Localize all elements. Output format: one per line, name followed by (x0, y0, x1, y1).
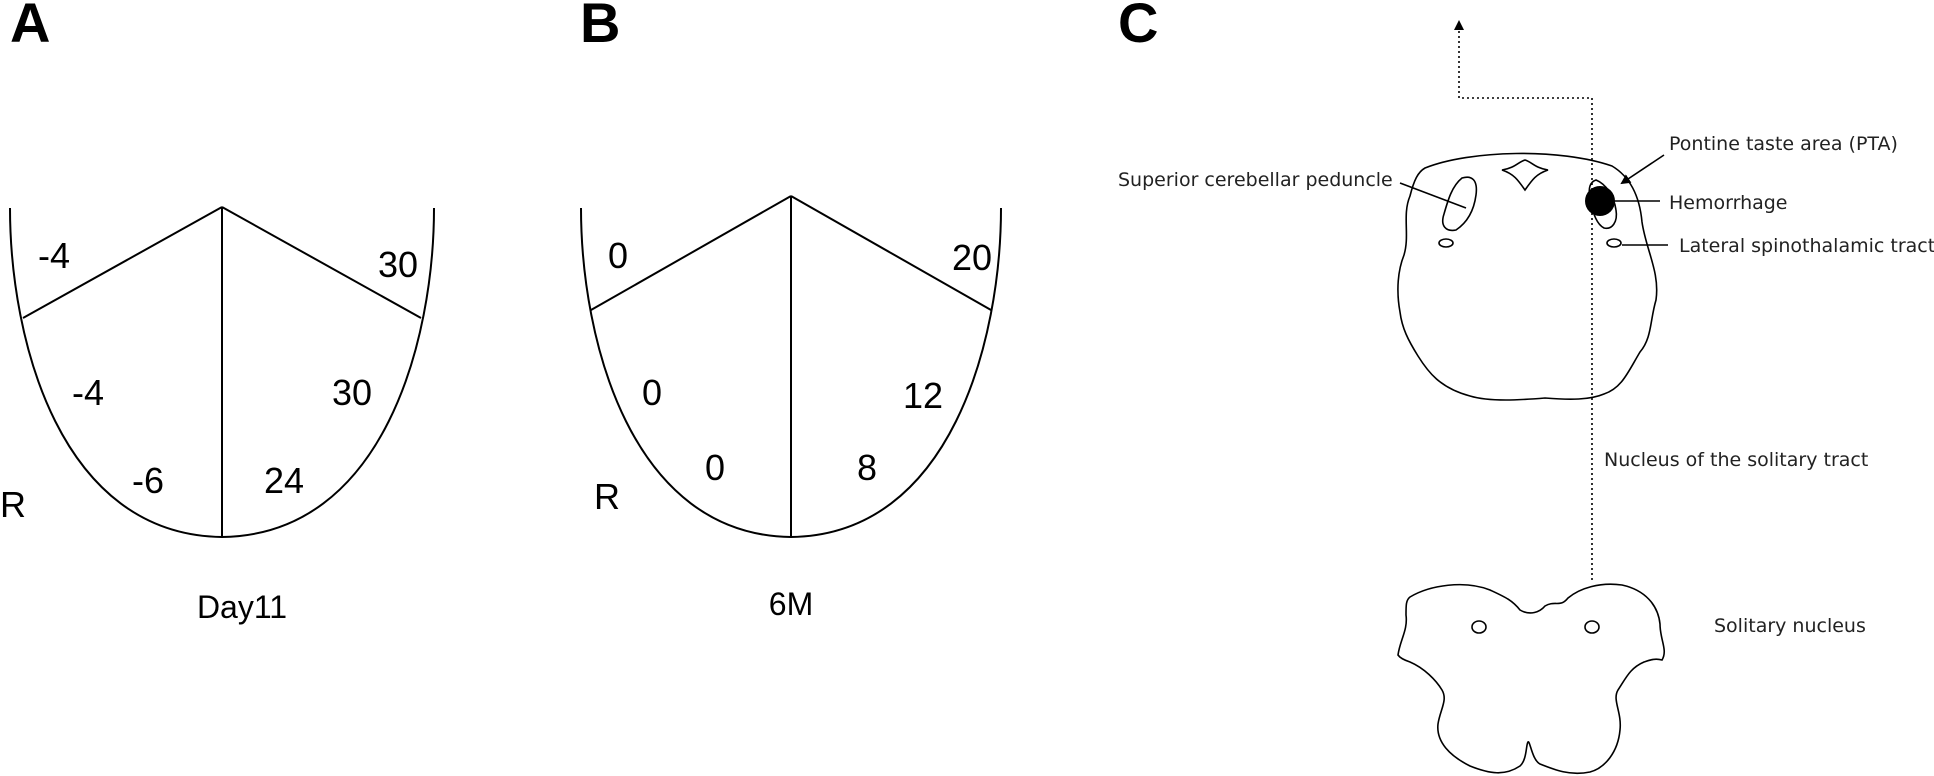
value-mid-right-a: 30 (332, 372, 372, 413)
superior-cerebellar-peduncle-left (1441, 176, 1478, 232)
value-mid-right-b: 12 (903, 375, 943, 416)
value-low-right-a: 24 (264, 460, 304, 501)
pons-outline (1397, 152, 1658, 401)
panel-letter-c: C (1118, 0, 1158, 54)
scp-leader (1399, 182, 1467, 209)
divider-right-b (790, 195, 992, 311)
panel-letter-a: A (10, 0, 50, 54)
divider-left-a (22, 206, 223, 319)
label-lateral-spinothalamic-tract: Lateral spinothalamic tract (1679, 235, 1934, 257)
label-superior-cerebellar-peduncle: Superior cerebellar peduncle (1118, 169, 1393, 191)
value-mid-left-b: 0 (642, 372, 662, 413)
medulla-outline (1397, 583, 1666, 775)
caption-b: 6M (769, 586, 813, 622)
value-low-left-b: 0 (705, 447, 725, 488)
pta-arrow (1620, 154, 1665, 185)
taste-pathway-dotted (1454, 20, 1593, 580)
label-solitary-nucleus: Solitary nucleus (1714, 615, 1866, 637)
solitary-nucleus-right (1584, 620, 1600, 634)
label-hemorrhage: Hemorrhage (1669, 192, 1788, 214)
side-label-b: R (594, 476, 620, 517)
caption-a: Day11 (197, 589, 287, 625)
panel-a: A -4 30 -4 30 -6 24 R Day11 (0, 0, 435, 625)
value-upper-left-a: -4 (38, 235, 70, 276)
fourth-ventricle (1501, 159, 1549, 192)
value-upper-right-a: 30 (378, 244, 418, 285)
panel-b: B 0 20 0 12 0 8 R 6M (580, 0, 1002, 622)
value-upper-right-b: 20 (952, 237, 992, 278)
side-label-a: R (0, 484, 26, 525)
lateral-spinothalamic-tract-right (1606, 238, 1622, 248)
value-mid-left-a: -4 (72, 372, 104, 413)
value-low-right-b: 8 (857, 447, 877, 488)
value-low-left-a: -6 (132, 460, 164, 501)
panel-c: C Pontine taste area (PTA) Superior cere… (1118, 0, 1934, 775)
hemorrhage-spot (1585, 186, 1615, 216)
label-pontine-taste-area: Pontine taste area (PTA) (1669, 133, 1898, 155)
lateral-spinothalamic-tract-left (1438, 238, 1454, 248)
label-nucleus-of-the-solitary-tract: Nucleus of the solitary tract (1604, 449, 1868, 471)
solitary-nucleus-left (1471, 620, 1487, 634)
panel-letter-b: B (580, 0, 620, 54)
value-upper-left-b: 0 (608, 235, 628, 276)
divider-right-a (221, 206, 422, 319)
divider-left-b (590, 195, 792, 311)
